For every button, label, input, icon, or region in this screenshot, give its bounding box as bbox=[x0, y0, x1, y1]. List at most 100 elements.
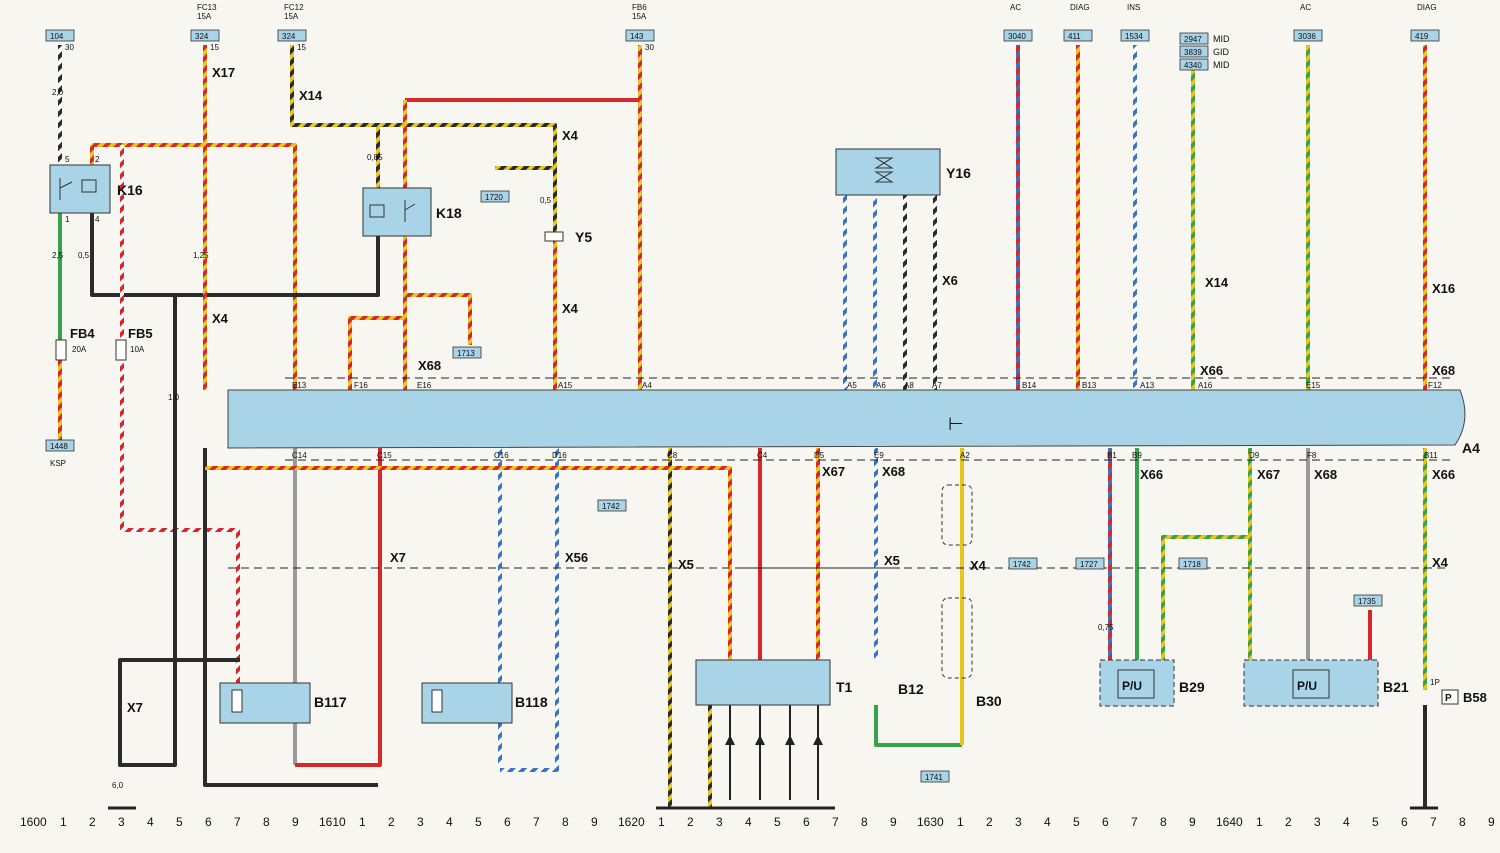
wire-x7-gnd bbox=[118, 295, 240, 767]
footer-col-4-7: 8 bbox=[1459, 815, 1466, 829]
mid-label-1: MID bbox=[1213, 34, 1230, 44]
y5-label: Y5 bbox=[575, 229, 592, 245]
fb5-rating: 10A bbox=[130, 345, 145, 354]
connector-x5a: X5 bbox=[678, 557, 694, 572]
pin-top-14: F12 bbox=[1428, 381, 1442, 390]
footer-col-4-1: 2 bbox=[1285, 815, 1292, 829]
sensor-b117: B117 bbox=[219, 682, 347, 724]
pin-bottom-5: C4 bbox=[757, 451, 768, 460]
footer-col-4-5: 6 bbox=[1401, 815, 1408, 829]
footer-col-3-2: 3 bbox=[1015, 815, 1022, 829]
pin-top-7: A8 bbox=[904, 381, 914, 390]
ref-box-text-3: 143 bbox=[630, 32, 644, 41]
connector-x67b: X67 bbox=[1257, 467, 1280, 482]
footer-col-3-0: 1 bbox=[957, 815, 964, 829]
connector-x68d: X68 bbox=[1314, 467, 1337, 482]
connector-x4a: X4 bbox=[562, 128, 579, 143]
wire-size-5: 0,5 bbox=[540, 196, 552, 205]
ref-box-text-7: 3036 bbox=[1298, 32, 1316, 41]
svg-text:P: P bbox=[1445, 693, 1452, 704]
cross-ref-box-6 bbox=[1353, 594, 1383, 607]
pin-bottom-1: C15 bbox=[377, 451, 392, 460]
b58-label: B58 bbox=[1463, 690, 1487, 705]
wire-1713 bbox=[405, 293, 472, 345]
connector-x5b: X5 bbox=[884, 553, 900, 568]
footer-col-0-8: 9 bbox=[292, 815, 299, 829]
cross-ref-text-6: 1735 bbox=[1358, 597, 1376, 606]
wire-c15 bbox=[295, 448, 382, 767]
pin-top-5: A5 bbox=[847, 381, 857, 390]
footer-col-0-5: 6 bbox=[205, 815, 212, 829]
footer-col-0-7: 8 bbox=[263, 815, 270, 829]
ref-header-5-0: DIAG bbox=[1070, 3, 1090, 12]
footer-col-0-0: 1 bbox=[60, 815, 67, 829]
footer-col-1-6: 7 bbox=[533, 815, 540, 829]
cross-ref-box-2 bbox=[597, 499, 627, 512]
ref-box-6 bbox=[1120, 29, 1150, 42]
footer-col-0-1: 2 bbox=[89, 815, 96, 829]
ref-box-text-6: 1534 bbox=[1125, 32, 1143, 41]
connector-x14a: X14 bbox=[299, 88, 323, 103]
pin-top-11: A13 bbox=[1140, 381, 1155, 390]
footer-col-1-4: 5 bbox=[475, 815, 482, 829]
footer-col-0-6: 7 bbox=[234, 815, 241, 829]
svg-text:5: 5 bbox=[65, 155, 70, 164]
connector-x4c: X4 bbox=[212, 311, 229, 326]
ref-header-1-0: FC13 bbox=[197, 3, 217, 12]
pin-bottom-4: C8 bbox=[667, 451, 678, 460]
valve-y5: Y5 bbox=[544, 229, 592, 245]
pin-bottom-9: B1 bbox=[1107, 451, 1117, 460]
fuse-fb5: FB5 10A bbox=[115, 326, 153, 361]
wire-size-0: 2,0 bbox=[52, 88, 64, 97]
transistor-icon: ⊢ bbox=[948, 414, 964, 434]
ref-pin-3: 30 bbox=[645, 43, 654, 52]
footer-col-3-7: 8 bbox=[1160, 815, 1167, 829]
k16-label: K16 bbox=[117, 182, 143, 198]
mid-group: 2947 3839 4340 MID GID MID bbox=[1179, 32, 1230, 71]
pin-bottom-10: B9 bbox=[1132, 451, 1142, 460]
connector-x68b: X68 bbox=[1432, 363, 1455, 378]
footer-group-2: 1620 bbox=[618, 815, 645, 829]
mid-box-2: 3839 bbox=[1184, 48, 1202, 57]
footer-group-0: 1600 bbox=[20, 815, 47, 829]
t1-arrow-1 bbox=[755, 735, 765, 745]
ref-box-8 bbox=[1410, 29, 1440, 42]
connector-x56: X56 bbox=[565, 550, 588, 565]
footer-col-4-8: 9 bbox=[1488, 815, 1495, 829]
connector-x7a: X7 bbox=[390, 550, 406, 565]
cross-ref-box-5 bbox=[1178, 557, 1208, 570]
pin-bottom-12: F8 bbox=[1307, 451, 1317, 460]
connector-x7b: X7 bbox=[127, 700, 143, 715]
connector-x4e: X4 bbox=[1432, 555, 1449, 570]
b29-label: B29 bbox=[1179, 679, 1205, 695]
svg-text:1: 1 bbox=[65, 215, 70, 224]
sensor-b21: P/U B21 bbox=[1243, 659, 1409, 707]
footer-col-0-2: 3 bbox=[118, 815, 125, 829]
pin-top-13: E15 bbox=[1306, 381, 1321, 390]
footer-col-1-2: 3 bbox=[417, 815, 424, 829]
footer-group-4: 1640 bbox=[1216, 815, 1243, 829]
ref-header-6-0: INS bbox=[1127, 3, 1140, 12]
cross-ref-box-0 bbox=[480, 190, 510, 203]
cross-ref-box-4 bbox=[1075, 557, 1105, 570]
b12-label: B12 bbox=[898, 681, 924, 697]
wires bbox=[58, 45, 1427, 808]
footer-col-2-3: 4 bbox=[745, 815, 752, 829]
svg-text:4: 4 bbox=[95, 215, 100, 224]
ref-pin-1: 15 bbox=[210, 43, 219, 52]
ref-box-text-0: 104 bbox=[50, 32, 64, 41]
cross-ref-box-3 bbox=[1008, 557, 1038, 570]
t1-arrow-0 bbox=[725, 735, 735, 745]
pin-bottom-2: C16 bbox=[494, 451, 509, 460]
fb5-label: FB5 bbox=[128, 326, 153, 341]
pin-top-4: A4 bbox=[642, 381, 652, 390]
ref-box-text-5: 411 bbox=[1068, 32, 1081, 41]
footer-col-4-3: 4 bbox=[1343, 815, 1350, 829]
ref-box-5 bbox=[1063, 29, 1093, 42]
footer-group-3: 1630 bbox=[917, 815, 944, 829]
pin-top-1: F16 bbox=[354, 381, 368, 390]
footer-col-2-0: 1 bbox=[658, 815, 665, 829]
